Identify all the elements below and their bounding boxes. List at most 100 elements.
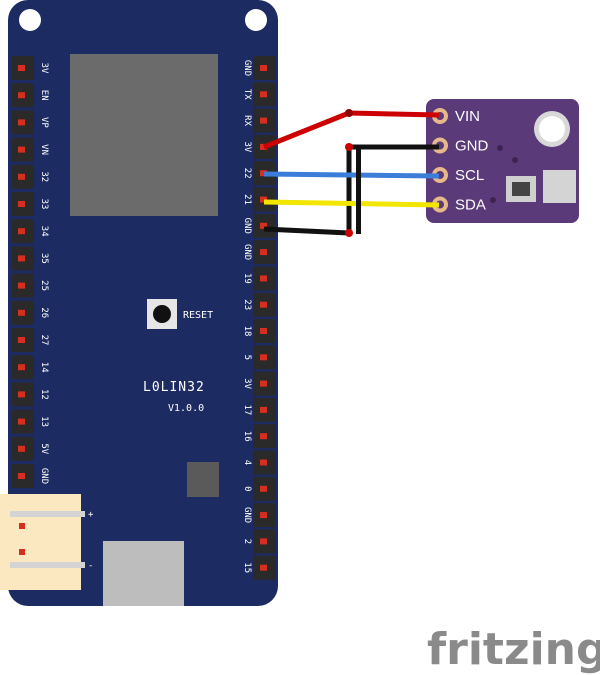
- pin-contact: [18, 92, 25, 99]
- sensor-module: VIN GND SCL SDA: [426, 99, 579, 223]
- pin-contact: [260, 222, 267, 229]
- left-pin-en[interactable]: EN: [12, 83, 49, 108]
- pin-contact: [18, 391, 25, 398]
- sensor-pin-gnd[interactable]: GND: [432, 137, 489, 155]
- right-pin-label: GND: [242, 244, 252, 260]
- pin-contact: [260, 143, 267, 150]
- right-pin-0[interactable]: GND: [242, 56, 276, 80]
- pin-contact: [260, 380, 267, 387]
- pin-contact: [260, 249, 267, 256]
- left-pin-14[interactable]: 14: [12, 355, 49, 380]
- sensor-via-1: [497, 145, 503, 151]
- right-pin-5[interactable]: 21: [242, 187, 276, 212]
- pin-contact: [18, 255, 25, 262]
- left-pin-label: VN: [39, 144, 49, 155]
- left-pin-13[interactable]: 13: [12, 409, 49, 434]
- pin-contact: [260, 328, 267, 334]
- right-pin-12[interactable]: 3V: [242, 371, 276, 396]
- reset-button-cap[interactable]: [153, 305, 171, 323]
- right-pin-13[interactable]: 17: [242, 397, 276, 422]
- left-pin-label: EN: [39, 90, 49, 101]
- pin-contact: [260, 459, 267, 466]
- left-pin-25[interactable]: 25: [12, 273, 49, 298]
- pin-contact: [18, 364, 25, 371]
- power-wire[interactable]: [263, 110, 440, 150]
- right-pin-label: 5: [242, 355, 252, 360]
- pin-contact: [260, 354, 267, 361]
- scl-wire[interactable]: [263, 171, 440, 179]
- sensor-pin-scl[interactable]: SCL: [432, 167, 484, 184]
- left-pin-3v[interactable]: 3V: [12, 56, 49, 80]
- left-pin-33[interactable]: 33: [12, 192, 49, 216]
- ground-wire[interactable]: [263, 144, 439, 236]
- pin-contact: [18, 201, 25, 207]
- right-pin-14[interactable]: 16: [242, 424, 276, 449]
- right-pin-8[interactable]: 19: [242, 266, 276, 291]
- pin-contact: [260, 485, 267, 492]
- mount-hole-right: [245, 9, 267, 31]
- pin-contact: [260, 301, 267, 308]
- left-pin-5v[interactable]: 5V: [12, 436, 49, 461]
- left-pin-12[interactable]: 12: [12, 382, 49, 407]
- battery-wire-top: [10, 511, 85, 517]
- wifi-module: [70, 54, 218, 216]
- ground-wire-bend-1: [345, 229, 353, 237]
- pin-contact: [18, 337, 25, 343]
- pin-contact: [260, 538, 267, 545]
- right-pin-16[interactable]: 0: [242, 476, 276, 501]
- pin-contact: [18, 65, 25, 71]
- pin-contact: [260, 170, 267, 177]
- sensor-pin-sda[interactable]: SDA: [432, 196, 486, 214]
- sda-wire[interactable]: [263, 199, 440, 208]
- right-pin-9[interactable]: 23: [242, 292, 276, 317]
- board-name: L0LIN32: [143, 380, 205, 395]
- right-pin-1[interactable]: TX: [242, 82, 276, 107]
- reset-label: RESET: [183, 310, 213, 321]
- left-pin-34[interactable]: 34: [12, 219, 49, 244]
- right-pin-label: 23: [242, 299, 252, 310]
- pin-contact: [18, 473, 25, 479]
- pin-contact: [260, 564, 267, 571]
- sensor-chip-inner: [512, 182, 530, 196]
- left-pin-gnd[interactable]: GND: [12, 464, 49, 488]
- left-pin-label: VP: [39, 117, 49, 128]
- right-pin-18[interactable]: 2: [242, 529, 276, 554]
- left-pin-label: 33: [39, 199, 49, 210]
- pin-contact: [18, 228, 25, 235]
- left-pin-27[interactable]: 27: [12, 328, 49, 352]
- sensor-pin-row: VIN GND SCL SDA: [432, 108, 489, 214]
- right-pin-19[interactable]: 15: [242, 555, 276, 580]
- right-pin-label: 21: [242, 194, 252, 205]
- right-pin-11[interactable]: 5: [242, 345, 276, 370]
- battery-pin-bottom: [19, 549, 25, 555]
- right-pin-15[interactable]: 4: [242, 450, 276, 475]
- pin-contact: [260, 512, 267, 519]
- right-pin-10[interactable]: 18: [242, 319, 276, 343]
- right-pin-6[interactable]: GND: [242, 213, 276, 238]
- left-pin-label: 34: [39, 226, 49, 237]
- right-pin-label: TX: [242, 89, 252, 100]
- sensor-pin-label: SDA: [455, 197, 486, 214]
- right-pin-2[interactable]: RX: [242, 108, 276, 133]
- battery-connector-body: [0, 494, 81, 590]
- right-pin-label: GND: [242, 507, 252, 523]
- right-pin-label: 4: [242, 460, 252, 465]
- pin-contact: [260, 65, 267, 71]
- right-pin-17[interactable]: GND: [242, 503, 276, 528]
- sensor-pin-vin[interactable]: VIN: [432, 108, 480, 125]
- left-pin-label: 13: [39, 416, 49, 427]
- right-pin-label: RX: [242, 115, 252, 126]
- left-pin-vp[interactable]: VP: [12, 110, 49, 135]
- left-pin-vn[interactable]: VN: [12, 137, 49, 162]
- sensor-via-2: [512, 157, 518, 163]
- left-pin-label: 27: [39, 335, 49, 346]
- power-wire-bend: [345, 109, 353, 117]
- ground-wire-bend-2: [345, 143, 353, 151]
- chip: [187, 462, 219, 497]
- right-pin-label: 15: [242, 562, 252, 573]
- right-pin-7[interactable]: GND: [242, 240, 276, 265]
- left-pin-26[interactable]: 26: [12, 300, 49, 325]
- left-pin-32[interactable]: 32: [12, 164, 49, 189]
- left-pin-35[interactable]: 35: [12, 246, 49, 271]
